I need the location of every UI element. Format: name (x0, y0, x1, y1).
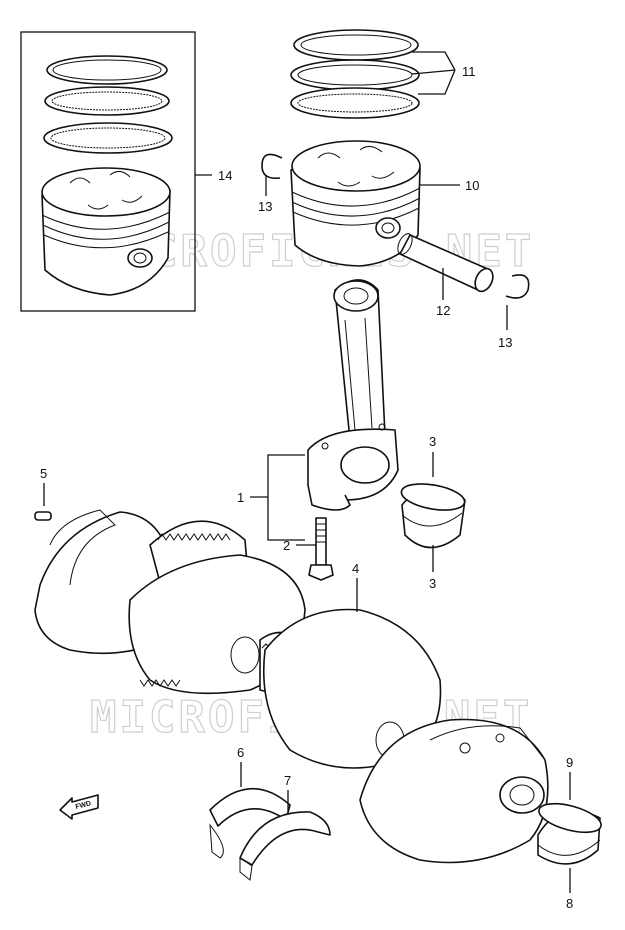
dowel-pin (34, 511, 52, 521)
callout-12: 12 (436, 303, 450, 318)
callout-5: 5 (40, 466, 47, 481)
piston (290, 140, 421, 267)
callout-13a: 13 (258, 199, 272, 214)
connecting-rod (307, 279, 399, 511)
piston-pin (397, 233, 494, 293)
callout-9: 9 (566, 755, 573, 770)
callout-8: 8 (566, 896, 573, 911)
callout-7: 7 (284, 773, 291, 788)
callout-14: 14 (218, 168, 232, 183)
callout-2: 2 (283, 538, 290, 553)
rod-bolt (308, 517, 334, 581)
crankshaft (34, 509, 549, 864)
conrod-bearing (400, 483, 466, 549)
callout-1: 1 (237, 490, 244, 505)
circlip-left (261, 153, 283, 180)
callout-4: 4 (352, 561, 359, 576)
leader-11 (411, 51, 456, 95)
fwd-label: FWD (75, 800, 92, 811)
fwd-arrow-icon: FWD (59, 794, 99, 820)
callout-10: 10 (465, 178, 479, 193)
callout-3a: 3 (429, 434, 436, 449)
callout-3b: 3 (429, 576, 436, 591)
circlip-right (505, 274, 530, 299)
piston-assembly-box (20, 31, 196, 312)
callout-13b: 13 (498, 335, 512, 350)
piston-rings (290, 29, 420, 119)
leader-1-bracket (267, 454, 305, 541)
main-bearing-lower (239, 811, 331, 881)
callout-11: 11 (462, 64, 476, 79)
callout-6: 6 (237, 745, 244, 760)
main-bearing (537, 802, 602, 865)
